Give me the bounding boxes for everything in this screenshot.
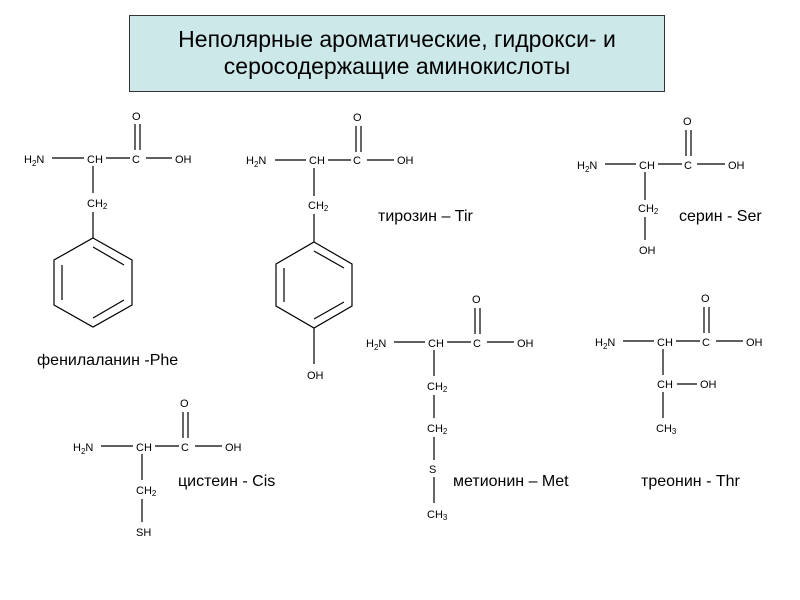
phenol-hydroxyl-label: OH (307, 370, 324, 382)
hydroxyl-label: OH (225, 442, 242, 454)
carbonyl-oxygen-label: O (683, 116, 692, 128)
alpha-carbon-label: CH (657, 337, 673, 349)
benzene-ring (53, 237, 133, 328)
methyl-label: CH3 (427, 509, 448, 522)
amine-label: H2N (595, 337, 615, 351)
phenylalanine-structure: H2N CH C OH O CH2 (24, 111, 192, 328)
name-methionine: метионин – Met (453, 473, 569, 490)
side-hydroxyl-label: OH (700, 379, 717, 391)
name-serine: серин - Ser (679, 208, 762, 225)
cysteine-structure: H2N CH C OH O CH2 SH (73, 398, 242, 539)
name-threonine: треонин - Thr (641, 473, 741, 490)
carbonyl-oxygen-label: O (132, 111, 141, 123)
alpha-carbon-label: CH (87, 154, 103, 166)
methylene-label: CH2 (136, 485, 157, 498)
carboxyl-carbon-label: C (132, 154, 140, 166)
hydroxyl-label: OH (175, 154, 192, 166)
title-line-1: Неполярные ароматические, гидрокси- и (178, 26, 616, 52)
alpha-carbon-label: CH (639, 160, 655, 172)
hydroxyl-label: OH (517, 338, 534, 350)
carboxyl-carbon-label: C (684, 160, 692, 172)
methylene-label: CH2 (87, 198, 108, 211)
amine-label: H2N (246, 155, 266, 169)
alpha-carbon-label: CH (309, 155, 325, 167)
amine-label: H2N (366, 338, 386, 352)
methyl-label: CH3 (656, 423, 677, 436)
thiol-label: SH (136, 527, 151, 539)
title-box: Неполярные ароматические, гидрокси- и се… (129, 15, 665, 92)
alpha-carbon-label: CH (428, 338, 444, 350)
methionine-structure: H2N CH C OH O CH2 CH2 S CH3 (366, 294, 534, 522)
carbonyl-oxygen-label: O (180, 398, 189, 410)
carbonyl-oxygen-label: O (353, 112, 362, 124)
methylene-label: CH2 (427, 381, 448, 394)
name-tyrosine: тирозин – Tir (378, 208, 474, 225)
threonine-structure: H2N CH C OH O CH OH CH3 (595, 293, 763, 436)
side-hydroxyl-label: OH (639, 245, 656, 257)
methylene-label: CH2 (308, 200, 329, 213)
beta-carbon-label: CH (657, 379, 673, 391)
sulfur-label: S (429, 464, 436, 476)
carboxyl-carbon-label: C (353, 155, 361, 167)
alpha-carbon-label: CH (136, 442, 152, 454)
serine-structure: H2N CH C OH O CH2 OH (577, 116, 745, 257)
carboxyl-carbon-label: C (473, 338, 481, 350)
hydroxyl-label: OH (397, 155, 414, 167)
methylene-label-2: CH2 (427, 423, 448, 436)
carboxyl-carbon-label: C (181, 442, 189, 454)
tyrosine-structure: H2N CH C OH O CH2 OH (246, 112, 414, 382)
name-phenylalanine: фенилаланин -Phe (37, 352, 178, 369)
carboxyl-carbon-label: C (702, 337, 710, 349)
methylene-label: CH2 (638, 203, 659, 216)
amine-label: H2N (73, 442, 93, 456)
amine-label: H2N (24, 154, 44, 168)
title-line-2: серосодержащие аминокислоты (223, 53, 571, 79)
phenol-ring (275, 241, 353, 329)
carbonyl-oxygen-label: O (701, 293, 710, 305)
amine-label: H2N (577, 160, 597, 174)
hydroxyl-label: OH (746, 337, 763, 349)
hydroxyl-label: OH (728, 160, 745, 172)
name-cysteine: цистеин - Cis (178, 473, 275, 490)
carbonyl-oxygen-label: O (472, 294, 481, 306)
